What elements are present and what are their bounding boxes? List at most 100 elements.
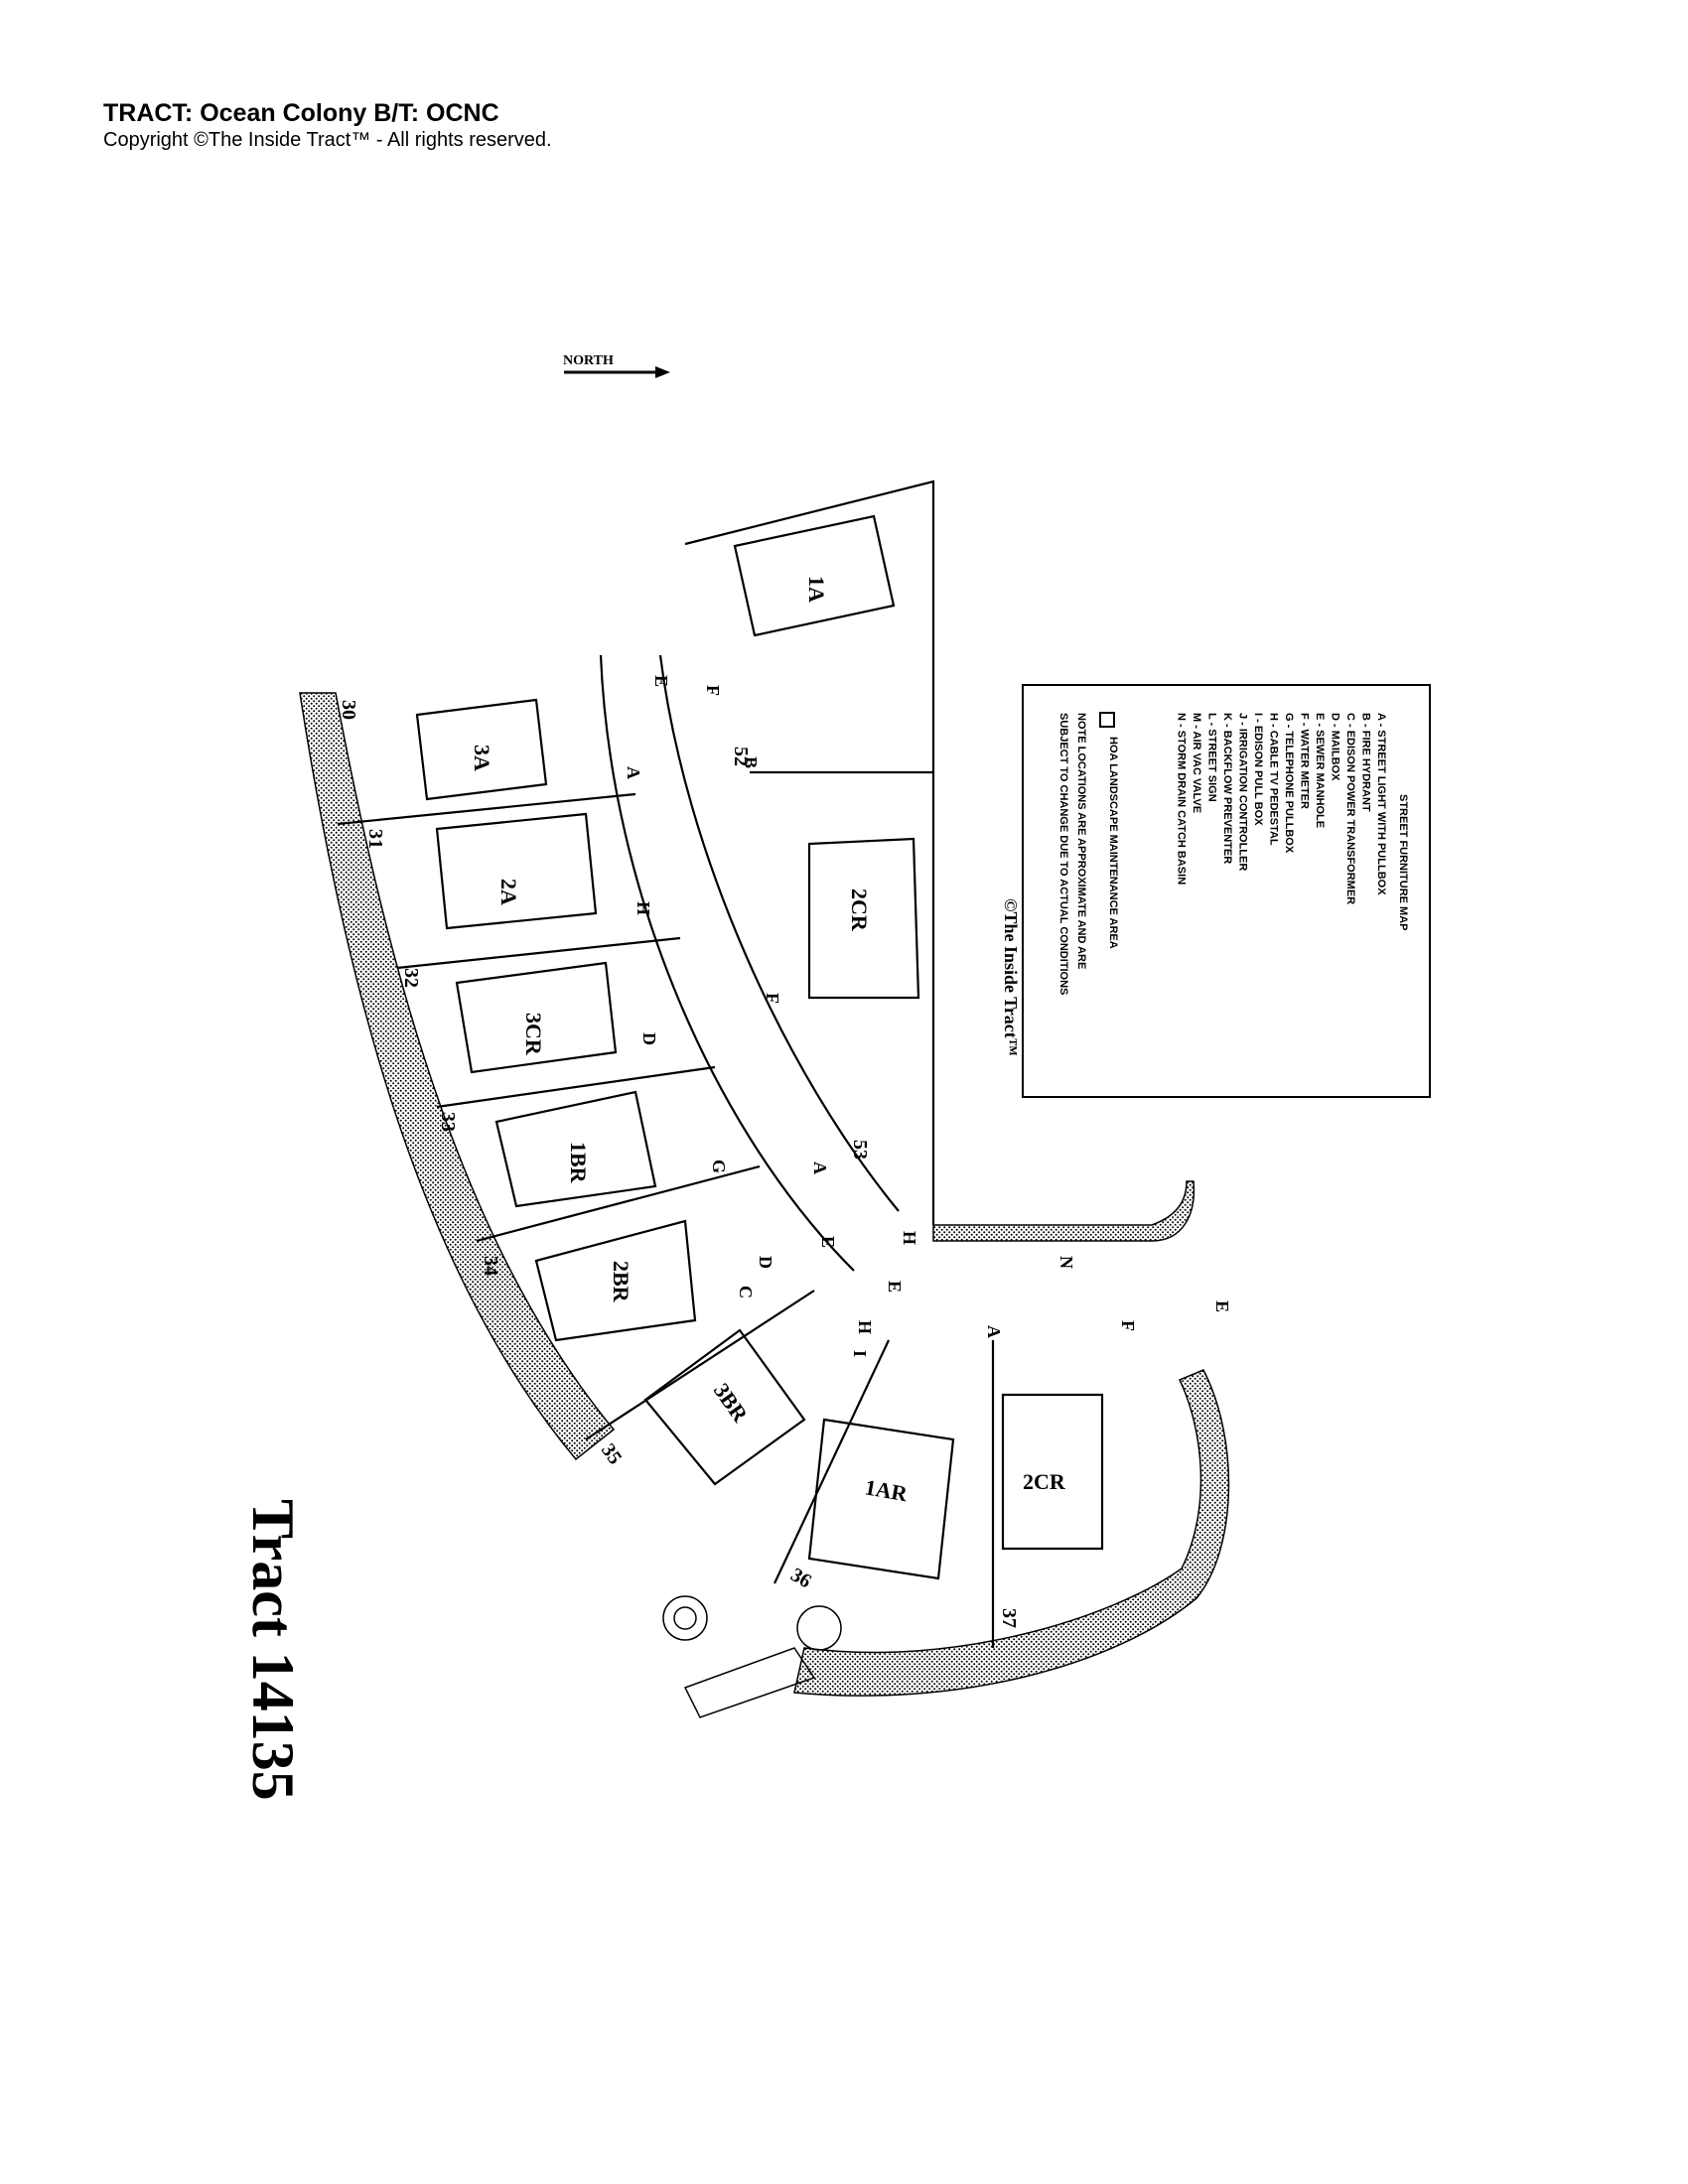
copyright-line: Copyright ©The Inside Tract™ - All right…: [103, 129, 552, 151]
watermark: ©The Inside Tract™: [1001, 898, 1021, 1056]
lot-number-36: 36: [787, 1564, 815, 1592]
legend: STREET FURNITURE MAP A - STREET LIGHT WI…: [1022, 684, 1431, 1098]
legend-item-i: I - EDISON PULL BOX: [1252, 713, 1264, 826]
lot-number-53: 53: [849, 1140, 871, 1160]
lot-number-32: 32: [400, 968, 422, 988]
legend-box: [1022, 684, 1431, 1098]
marker-e: E: [651, 675, 671, 687]
marker-a3: A: [984, 1325, 1004, 1338]
plan-label-lot-35: 3BR: [709, 1379, 754, 1428]
curved-street-inner: [658, 654, 900, 1212]
north-arrow-head: [655, 366, 670, 378]
house-lot-53: [733, 514, 896, 637]
house-lot-35: [643, 1328, 806, 1486]
house-lot-30: [415, 698, 548, 801]
lot-line-32-33: [436, 1065, 716, 1109]
plan-label-lot-32: 3CR: [521, 1013, 546, 1056]
marker-e2: E: [818, 1236, 838, 1248]
hoa-area-west: [299, 692, 616, 1461]
hoa-area-south: [793, 1369, 1230, 1697]
legend-item-n: N - STORM DRAIN CATCH BASIN: [1176, 713, 1188, 885]
legend-item-k: K - BACKFLOW PREVENTER: [1221, 713, 1233, 864]
cul-de-sac: [662, 1595, 842, 1718]
marker-b: B: [741, 756, 761, 768]
marker-f2: F: [763, 993, 782, 1004]
lot-line-33-34: [476, 1164, 761, 1243]
north-arrow: NORTH: [563, 353, 670, 378]
marker-e4: E: [1212, 1300, 1232, 1312]
house-lot-31: [435, 812, 598, 930]
house-lot-32: [455, 961, 618, 1074]
marker-f: F: [703, 685, 723, 696]
lot-number-37: 37: [998, 1608, 1020, 1628]
legend-item-d: D - MAILBOX: [1330, 713, 1341, 781]
hoa-landscape-areas: [299, 692, 1230, 1697]
marker-i: I: [850, 1350, 870, 1357]
lot-line-35-36: [774, 1339, 890, 1584]
plan-label-lot-53: 1A: [804, 576, 829, 603]
marker-h: H: [633, 901, 653, 915]
marker-h3: H: [855, 1320, 875, 1334]
north-label: NORTH: [563, 353, 614, 368]
marker-c: C: [736, 1286, 756, 1298]
legend-item-e: E - SEWER MANHOLE: [1314, 713, 1326, 828]
marker-n: N: [1056, 1256, 1076, 1269]
plan-label-lot-52: 2CR: [847, 888, 872, 932]
tract-header: TRACT: Ocean Colony B/T: OCNC: [103, 99, 499, 127]
lot-number-52: 52: [730, 747, 752, 766]
entry-drive: [683, 1647, 816, 1718]
hoa-label: HOA LANDSCAPE MAINTENANCE AREA: [1107, 737, 1119, 949]
legend-item-l: L - STREET SIGN: [1206, 713, 1218, 802]
hoa-area-east: [932, 1180, 1196, 1242]
legend-title: STREET FURNITURE MAP: [1397, 794, 1409, 931]
house-lot-34: [534, 1219, 697, 1342]
marker-a2: A: [810, 1161, 830, 1174]
lot-line-31-32: [396, 936, 681, 970]
lot-line-30-31: [337, 792, 636, 826]
lot-number-30: 30: [338, 700, 359, 720]
east-parcel-outline: [684, 479, 935, 1225]
house-lot-52: [807, 837, 920, 1000]
legend-item-c: C - EDISON POWER TRANSFORMER: [1344, 713, 1356, 904]
roundabout-left-inner: [673, 1606, 697, 1630]
legend-item-h: H - CABLE TV PEDESTAL: [1268, 713, 1280, 846]
curved-street-outer: [599, 654, 855, 1272]
legend-note-1: NOTE LOCATIONS ARE APPROXIMATE AND ARE: [1075, 713, 1087, 969]
plan-label-lot-33: 1BR: [566, 1142, 591, 1184]
marker-f3: F: [1118, 1320, 1138, 1331]
marker-d: D: [639, 1032, 659, 1045]
furniture-markers: E F B A H F D G A H N E E E D C H I A F: [624, 675, 1232, 1357]
tract-title: Tract 14135: [240, 1499, 306, 1801]
house-footprints: [415, 514, 1104, 1580]
plan-label-lot-30: 3A: [470, 745, 494, 771]
legend-item-f: F - WATER METER: [1299, 713, 1311, 809]
plan-label-lot-34: 2BR: [609, 1261, 633, 1303]
marker-d2: D: [756, 1256, 775, 1269]
lot-number-34: 34: [480, 1256, 501, 1276]
house-lot-37: [1001, 1393, 1104, 1551]
house-lot-33: [494, 1090, 657, 1208]
lot-line-34-35: [585, 1290, 815, 1440]
legend-item-m: M - AIR VAC VALVE: [1191, 713, 1202, 813]
parcel-lines: [337, 479, 995, 1648]
roundabout-left: [662, 1595, 708, 1641]
lot-number-31: 31: [364, 829, 386, 849]
marker-h2: H: [900, 1231, 919, 1245]
house-lot-36: [807, 1418, 955, 1580]
marker-a: A: [624, 766, 643, 779]
legend-item-g: G - TELEPHONE PULLBOX: [1283, 713, 1295, 854]
marker-e3: E: [885, 1281, 905, 1293]
lot-number-35: 35: [597, 1439, 626, 1468]
marker-g: G: [709, 1160, 729, 1173]
legend-item-j: J - IRRIGATION CONTROLLER: [1237, 713, 1249, 871]
legend-item-b: B - FIRE HYDRANT: [1360, 713, 1372, 812]
hoa-swatch: [1099, 712, 1115, 728]
plan-label-lot-37: 2CR: [1023, 1469, 1066, 1494]
plan-label-lot-31: 2A: [496, 879, 521, 905]
plan-label-lot-36: 1AR: [863, 1474, 911, 1506]
legend-note-2: SUBJECT TO CHANGE DUE TO ACTUAL CONDITIO…: [1057, 713, 1069, 995]
roundabout-right: [796, 1605, 842, 1651]
lot-number-33: 33: [437, 1112, 459, 1132]
